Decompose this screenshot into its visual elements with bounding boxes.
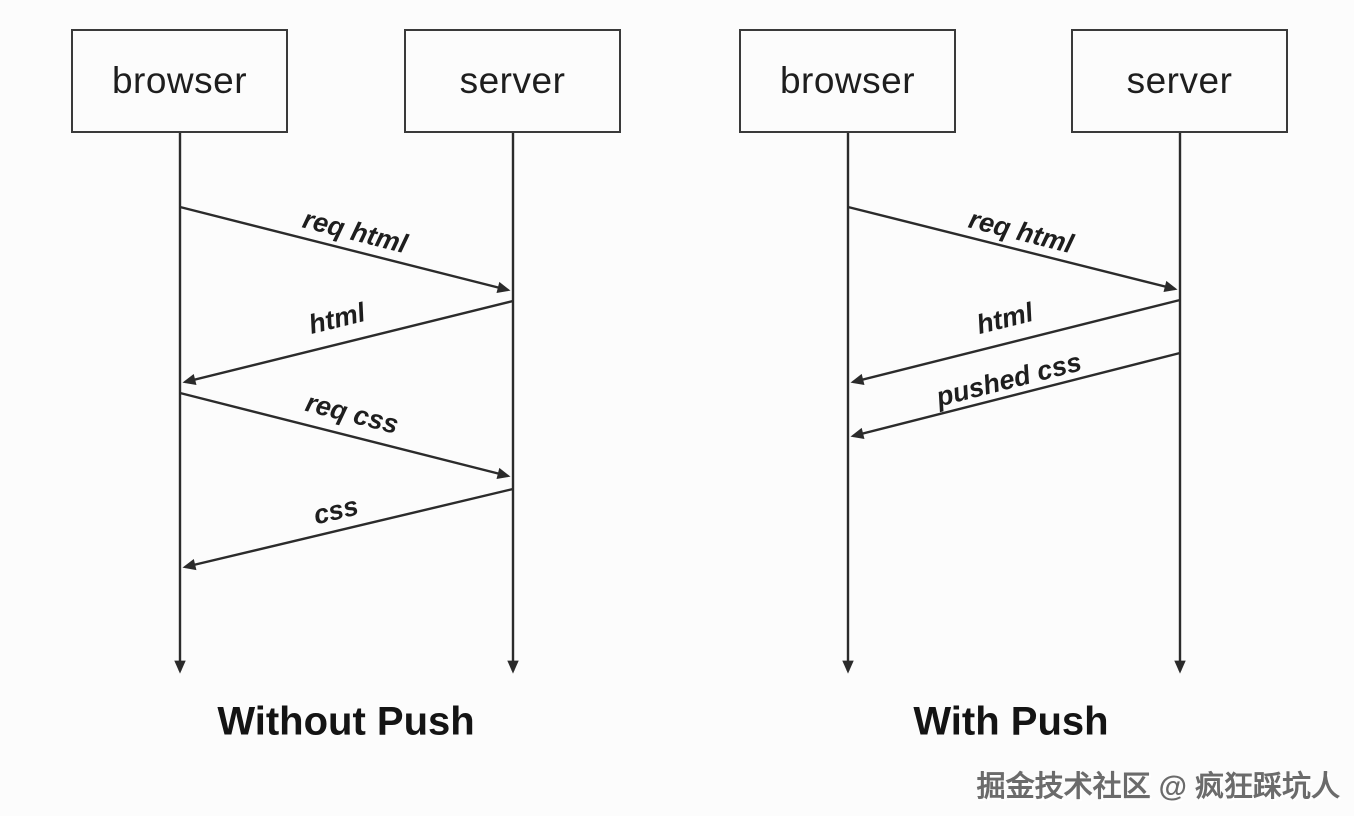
arrow-req-css-without-push [179, 391, 511, 479]
actor-box-browser-without-push: browser [71, 29, 288, 133]
actor-label: server [1126, 60, 1233, 101]
arrow-req-html-without-push [179, 205, 511, 293]
arrow-req-html-with-push [847, 205, 1178, 293]
actor-label: server [459, 60, 566, 101]
watermark-text: 掘金技术社区 @ 疯狂踩坑人 [976, 771, 1340, 803]
diagram-caption-without-push: Without Push [217, 699, 475, 744]
actor-box-browser-with-push: browser [739, 29, 956, 133]
arrow-html-without-push [182, 299, 514, 386]
actor-label: browser [111, 60, 248, 101]
actor-box-server-with-push: server [1071, 29, 1288, 133]
actor-box-server-without-push: server [404, 29, 621, 133]
diagram-caption-with-push: With Push [913, 699, 1109, 744]
arrow-pushed-css-with-push [850, 351, 1181, 439]
arrow-html-with-push [850, 298, 1181, 386]
actor-label: browser [779, 60, 916, 101]
arrow-css-without-push [182, 487, 514, 571]
